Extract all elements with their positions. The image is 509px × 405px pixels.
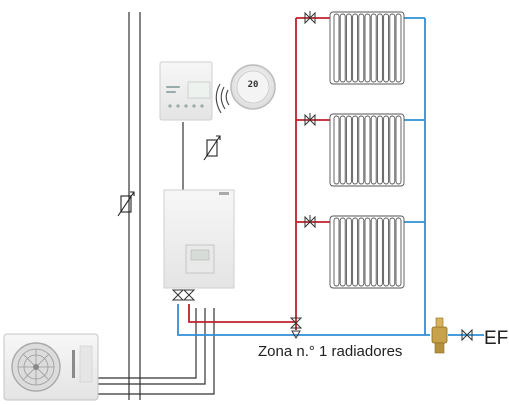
zone-label: Zona n.° 1 radiadores	[258, 343, 403, 360]
radiator-fin	[383, 115, 390, 185]
radiator-fin	[364, 13, 371, 83]
bypass-valve-icon	[289, 317, 303, 340]
radiator-fin	[389, 217, 396, 287]
radiator-fin	[345, 115, 352, 185]
cold-water-label: EF	[484, 328, 509, 349]
radiator-fin	[339, 115, 346, 185]
radiator-fin	[352, 217, 359, 287]
radiator-fin	[339, 13, 346, 83]
radiator-fin	[358, 217, 365, 287]
radiator-fins	[333, 13, 402, 287]
radiator-fin	[370, 115, 377, 185]
indoor-hydraulic-module-icon	[163, 189, 235, 289]
radiator-fin	[370, 217, 377, 287]
radiator-fin	[370, 13, 377, 83]
temperature-sensor-icon	[117, 191, 135, 217]
radiator-fin	[376, 13, 383, 83]
electric-cables	[98, 12, 215, 400]
radiator-fin	[333, 115, 340, 185]
radiator-icon	[329, 11, 405, 85]
radiator-fin	[364, 217, 371, 287]
wall-controller-icon	[159, 61, 213, 121]
radiator-fin	[389, 13, 396, 83]
supply-pipe	[188, 17, 330, 330]
radiator-fin	[364, 115, 371, 185]
radiator-fin	[333, 217, 340, 287]
valve-icon	[304, 215, 316, 229]
radiator-fin	[339, 217, 346, 287]
wireless-signal-icon	[215, 83, 230, 114]
radiator-fin	[345, 217, 352, 287]
radiator-fin	[352, 115, 359, 185]
radiator-fin	[395, 13, 402, 83]
mixing-valve-icon	[431, 317, 448, 354]
radiator-icon	[329, 113, 405, 187]
thermostat-display: 20	[247, 80, 259, 90]
radiator-fin	[389, 115, 396, 185]
valve-icon	[171, 289, 196, 301]
valve-icon	[461, 328, 473, 342]
radiator-fin	[376, 217, 383, 287]
temperature-sensor-icon	[203, 135, 221, 161]
valve-icon	[304, 113, 316, 127]
radiator-fin	[358, 115, 365, 185]
radiator-fin	[383, 217, 390, 287]
radiator-fin	[352, 13, 359, 83]
outdoor-heat-pump-icon	[3, 333, 99, 401]
radiator-fin	[376, 115, 383, 185]
room-thermostat-icon	[230, 64, 276, 110]
radiator-fin	[383, 13, 390, 83]
radiator-fin	[358, 13, 365, 83]
radiator-icon	[329, 215, 405, 289]
radiator-fin	[395, 217, 402, 287]
radiator-fin	[333, 13, 340, 83]
radiator-fin	[395, 115, 402, 185]
valve-icon	[304, 11, 316, 25]
radiator-fin	[345, 13, 352, 83]
return-pipe	[177, 17, 484, 336]
